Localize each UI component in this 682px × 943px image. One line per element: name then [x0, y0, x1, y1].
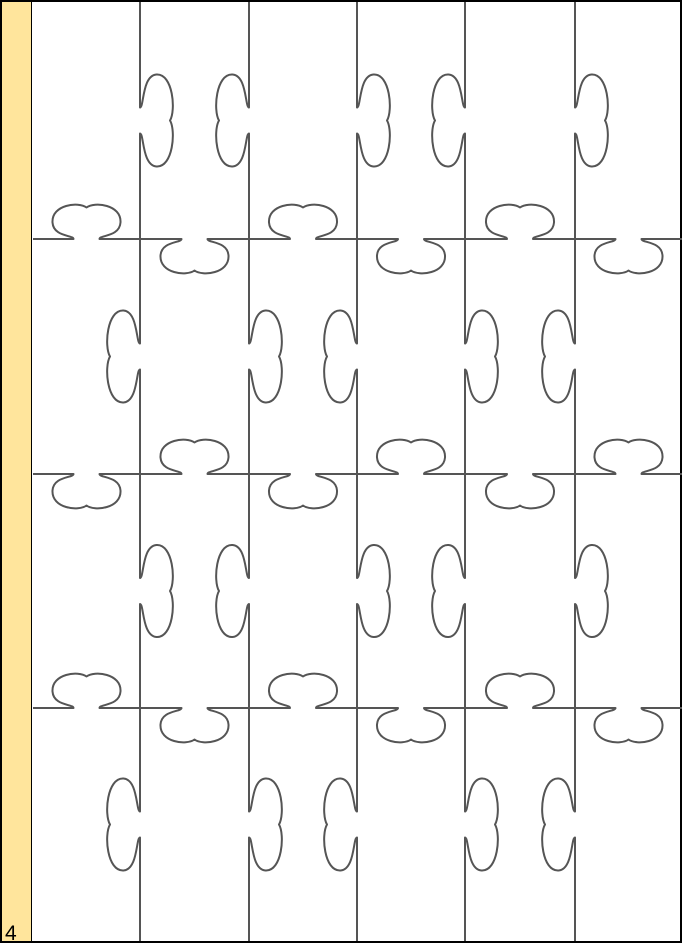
vertical-cut-line: [432, 2, 498, 941]
page-number: 4: [5, 923, 17, 943]
vertical-cut-line: [216, 2, 282, 941]
vertical-cut-line: [542, 2, 608, 941]
vertical-cut-line: [324, 2, 390, 941]
left-margin-strip: 4: [2, 2, 32, 941]
vertical-cut-line: [107, 2, 173, 941]
puzzle-vertical-cuts: [107, 2, 608, 941]
jigsaw-puzzle-outline: [33, 2, 682, 941]
